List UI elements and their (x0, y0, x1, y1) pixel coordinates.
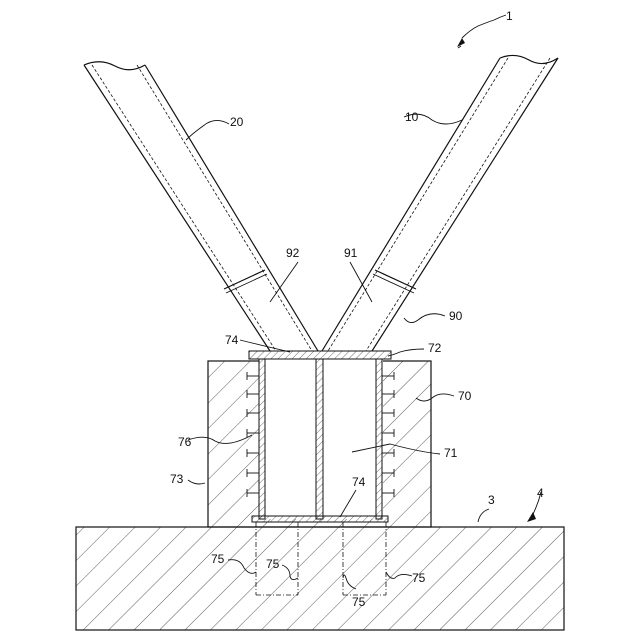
label-ref-75-d: 75 (412, 571, 426, 585)
label-ref-72: 72 (428, 341, 442, 355)
foundation-3 (76, 527, 564, 630)
label-ref-92: 92 (286, 246, 300, 260)
diagonal-member-10 (322, 55, 558, 351)
box-member-71 (249, 351, 391, 522)
label-ref-4: 4 (537, 486, 544, 500)
diagonal-member-20 (84, 62, 318, 351)
label-ref-10: 10 (405, 110, 419, 124)
label-ref-74-top: 74 (225, 333, 239, 347)
label-ref-75-a: 75 (211, 552, 225, 566)
label-ref-20: 20 (230, 115, 244, 129)
label-ref-74-bottom: 74 (352, 475, 366, 489)
label-ref-70: 70 (458, 389, 472, 403)
label-ref-91: 91 (344, 246, 358, 260)
label-ref-3: 3 (488, 493, 495, 507)
label-ref-75-c: 75 (352, 595, 366, 609)
label-ref-73: 73 (170, 472, 184, 486)
label-ref-71: 71 (444, 446, 458, 460)
label-ref-90: 90 (449, 309, 463, 323)
label-ref-76: 76 (178, 435, 192, 449)
label-ref-75-b: 75 (266, 557, 280, 571)
label-ref-1: 1 (506, 9, 513, 23)
